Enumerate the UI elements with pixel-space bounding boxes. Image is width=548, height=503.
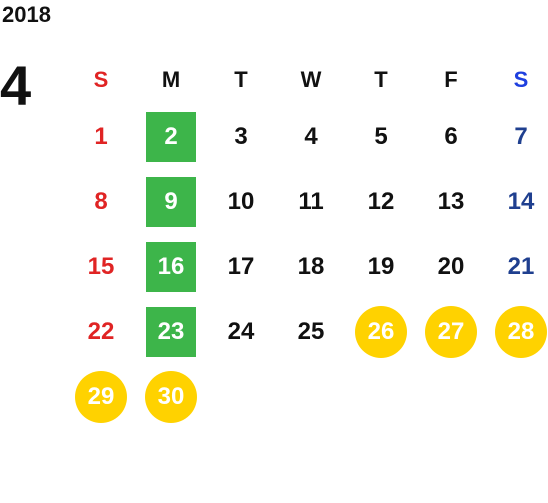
weekday-tuesday: T: [234, 67, 248, 92]
day-cell-empty: [346, 364, 416, 429]
day-number: 12: [367, 187, 395, 215]
day-number: 22: [87, 317, 115, 345]
weekday-saturday: S: [513, 67, 529, 92]
day-number: 1: [94, 122, 108, 150]
day-number: 11: [298, 187, 324, 215]
day-cell[interactable]: 3: [206, 104, 276, 169]
weekday-thursday: T: [374, 67, 388, 92]
day-number: 19: [367, 252, 395, 280]
day-cell-empty: [276, 364, 346, 429]
day-number: 4: [304, 122, 318, 150]
day-cell[interactable]: 29: [66, 364, 136, 429]
day-cell[interactable]: 2: [136, 104, 206, 169]
day-cell[interactable]: 28: [486, 299, 548, 364]
day-number: 14: [507, 187, 535, 215]
week-row-3: 15 16 17 18 19 20 21: [66, 234, 548, 299]
day-number: 25: [297, 317, 325, 345]
day-cell-empty: [416, 364, 486, 429]
day-cell[interactable]: 13: [416, 169, 486, 234]
day-cell[interactable]: 9: [136, 169, 206, 234]
day-cell[interactable]: 10: [206, 169, 276, 234]
day-cell[interactable]: 25: [276, 299, 346, 364]
day-cell[interactable]: 19: [346, 234, 416, 299]
day-number-holiday: 27: [425, 305, 477, 358]
day-cell[interactable]: 12: [346, 169, 416, 234]
day-cell[interactable]: 15: [66, 234, 136, 299]
day-cell[interactable]: 4: [276, 104, 346, 169]
day-cell[interactable]: 1: [66, 104, 136, 169]
day-cell[interactable]: 20: [416, 234, 486, 299]
day-cell[interactable]: 8: [66, 169, 136, 234]
day-number: 8: [94, 187, 108, 215]
day-cell-empty: [206, 364, 276, 429]
day-number: 21: [507, 252, 535, 280]
day-cell[interactable]: 26: [346, 299, 416, 364]
weekday-header-row: S M T W T F S: [66, 56, 548, 104]
day-number: 24: [227, 317, 255, 345]
day-number: 15: [87, 252, 115, 280]
day-cell[interactable]: 17: [206, 234, 276, 299]
day-cell[interactable]: 7: [486, 104, 548, 169]
weekday-friday: F: [444, 67, 458, 92]
week-row-5: 29 30: [66, 364, 548, 429]
day-number: 7: [514, 122, 528, 150]
day-number: 18: [297, 252, 325, 280]
day-number: 3: [234, 122, 248, 150]
week-row-2: 8 9 10 11 12 13 14: [66, 169, 548, 234]
week-row-1: 1 2 3 4 5 6 7: [66, 104, 548, 169]
day-number: 20: [437, 252, 465, 280]
month-label: 4: [0, 54, 32, 117]
day-cell[interactable]: 16: [136, 234, 206, 299]
day-cell[interactable]: 24: [206, 299, 276, 364]
day-number-holiday: 26: [355, 305, 407, 358]
day-cell[interactable]: 14: [486, 169, 548, 234]
day-number-highlighted: 2: [146, 111, 196, 162]
day-cell[interactable]: 5: [346, 104, 416, 169]
day-number: 17: [227, 252, 255, 280]
day-number: 6: [444, 122, 458, 150]
day-cell[interactable]: 11: [276, 169, 346, 234]
weekday-sunday: S: [93, 67, 109, 92]
day-number-holiday: 29: [75, 370, 127, 423]
day-number: 5: [374, 122, 388, 150]
day-number: 13: [437, 187, 465, 215]
weekday-wednesday: W: [300, 67, 322, 92]
day-number-highlighted: 16: [146, 241, 196, 292]
weekday-monday: M: [161, 67, 181, 92]
day-number-highlighted: 9: [146, 176, 196, 227]
day-cell[interactable]: 23: [136, 299, 206, 364]
day-number-highlighted: 23: [146, 306, 196, 357]
day-cell[interactable]: 30: [136, 364, 206, 429]
day-cell[interactable]: 6: [416, 104, 486, 169]
day-cell[interactable]: 22: [66, 299, 136, 364]
day-cell[interactable]: 27: [416, 299, 486, 364]
week-row-4: 22 23 24 25 26 27 28: [66, 299, 548, 364]
day-number-holiday: 30: [145, 370, 197, 423]
day-cell[interactable]: 21: [486, 234, 548, 299]
day-cell[interactable]: 18: [276, 234, 346, 299]
year-label: 2018: [2, 2, 51, 27]
day-number: 10: [227, 187, 255, 215]
calendar-grid: S M T W T F S 1 2 3 4 5 6 7 8 9 10 11 12…: [66, 56, 548, 429]
day-cell-empty: [486, 364, 548, 429]
day-number-holiday: 28: [495, 305, 547, 358]
